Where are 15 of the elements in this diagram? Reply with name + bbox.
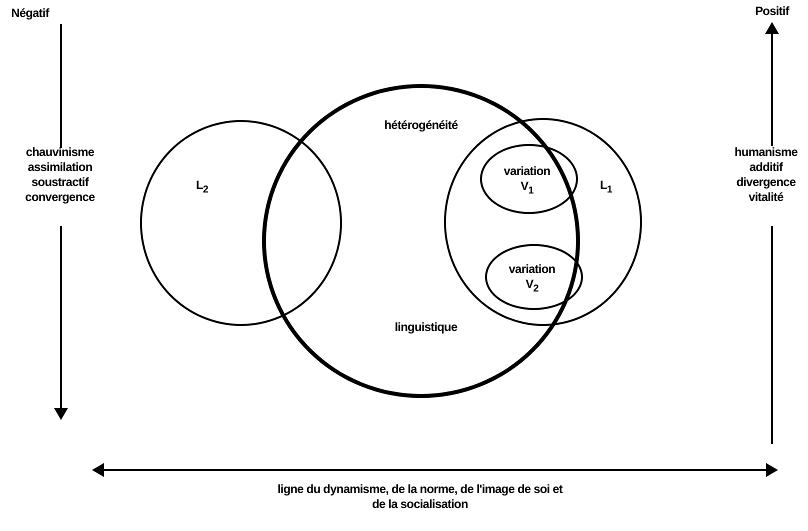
set-label: linguistique — [394, 320, 458, 335]
set-label: hétérogénéité — [383, 118, 459, 133]
set-circle — [262, 84, 580, 398]
set-label: L$_{1}$ — [598, 178, 614, 198]
pole-label: Négatif — [10, 6, 50, 21]
attribute-list: humanisme additif divergence vitalité — [726, 145, 806, 205]
pole-label: Positif — [754, 4, 790, 19]
set-ellipse — [140, 120, 342, 326]
set-label: variation V$_{1}$ — [502, 164, 552, 198]
variation-ellipse — [480, 144, 578, 214]
attribute-list: chauvinisme assimilation soustractif convergence — [10, 145, 110, 205]
axis-caption: ligne du dynamisme, de la norme, de l'image de soi et de la socialisation — [276, 482, 564, 512]
set-label: variation V$_{2}$ — [508, 262, 556, 296]
variation-ellipse — [485, 244, 583, 310]
set-label: L$_{2}$ — [194, 178, 210, 198]
